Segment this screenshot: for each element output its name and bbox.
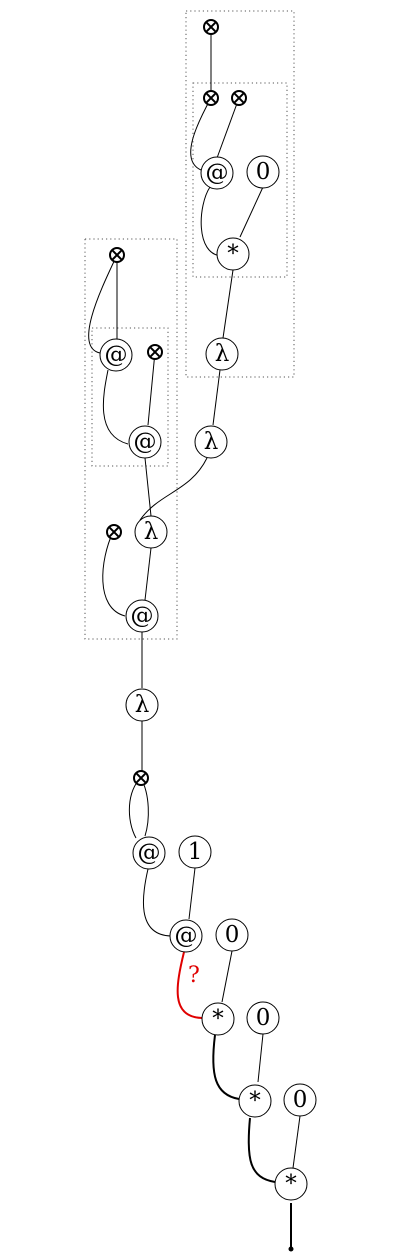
svg-text:*: * — [285, 1171, 297, 1197]
inner-box-middle — [91, 327, 169, 467]
svg-text:@: @ — [134, 429, 157, 455]
question-mark-label: ? — [188, 963, 200, 988]
svg-text:@: @ — [131, 603, 154, 629]
svg-text:@: @ — [175, 923, 198, 949]
outer-box-top — [185, 10, 295, 378]
bold-wires — [212, 1034, 292, 1248]
svg-text:λ: λ — [144, 519, 159, 545]
svg-text:λ: λ — [135, 692, 150, 718]
svg-text:*: * — [212, 1006, 224, 1032]
multiply-node: * — [216, 237, 250, 271]
svg-text:*: * — [249, 1088, 261, 1114]
svg-text:*: * — [227, 241, 239, 267]
lambda-node: λ — [205, 337, 239, 371]
apply-node: @ — [99, 338, 133, 372]
multiply-node: * — [238, 1084, 272, 1118]
tensor-node-icon — [133, 770, 149, 786]
zero-node: 0 — [215, 918, 249, 952]
lambda-node: λ — [125, 688, 159, 722]
tensor-node-icon — [147, 344, 163, 360]
multiply-node: * — [274, 1167, 308, 1201]
svg-text:0: 0 — [256, 1005, 271, 1031]
apply-node: @ — [169, 919, 203, 953]
one-node: 1 — [178, 835, 212, 869]
inner-box-top — [192, 82, 288, 278]
tensor-node-icon — [106, 524, 122, 540]
lambda-node: λ — [194, 425, 228, 459]
apply-node: @ — [125, 599, 159, 633]
apply-node: @ — [200, 156, 234, 190]
svg-text:@: @ — [138, 840, 161, 866]
zero-node: 0 — [246, 1001, 280, 1035]
svg-text:@: @ — [206, 160, 229, 186]
wires — [88, 27, 301, 1169]
tensor-node-icon — [231, 90, 247, 106]
apply-node: @ — [128, 425, 162, 459]
lambda-node: λ — [134, 515, 168, 549]
svg-text:λ: λ — [215, 341, 230, 367]
svg-text:1: 1 — [188, 839, 203, 865]
svg-text:0: 0 — [256, 159, 271, 185]
svg-text:0: 0 — [225, 922, 240, 948]
tensor-node-icon — [203, 90, 219, 106]
terminal-dot — [288, 1246, 294, 1252]
svg-text:@: @ — [105, 342, 128, 368]
zero-node: 0 — [246, 155, 280, 189]
svg-text:λ: λ — [204, 429, 219, 455]
multiply-node: * — [201, 1002, 235, 1036]
zero-node: 0 — [283, 1083, 317, 1117]
tensor-node-icon — [109, 247, 125, 263]
tensor-node-icon — [203, 19, 219, 35]
svg-text:0: 0 — [293, 1087, 308, 1113]
outer-box-middle — [84, 238, 178, 640]
apply-node: @ — [132, 836, 166, 870]
highlighted-wire — [176, 951, 203, 1019]
